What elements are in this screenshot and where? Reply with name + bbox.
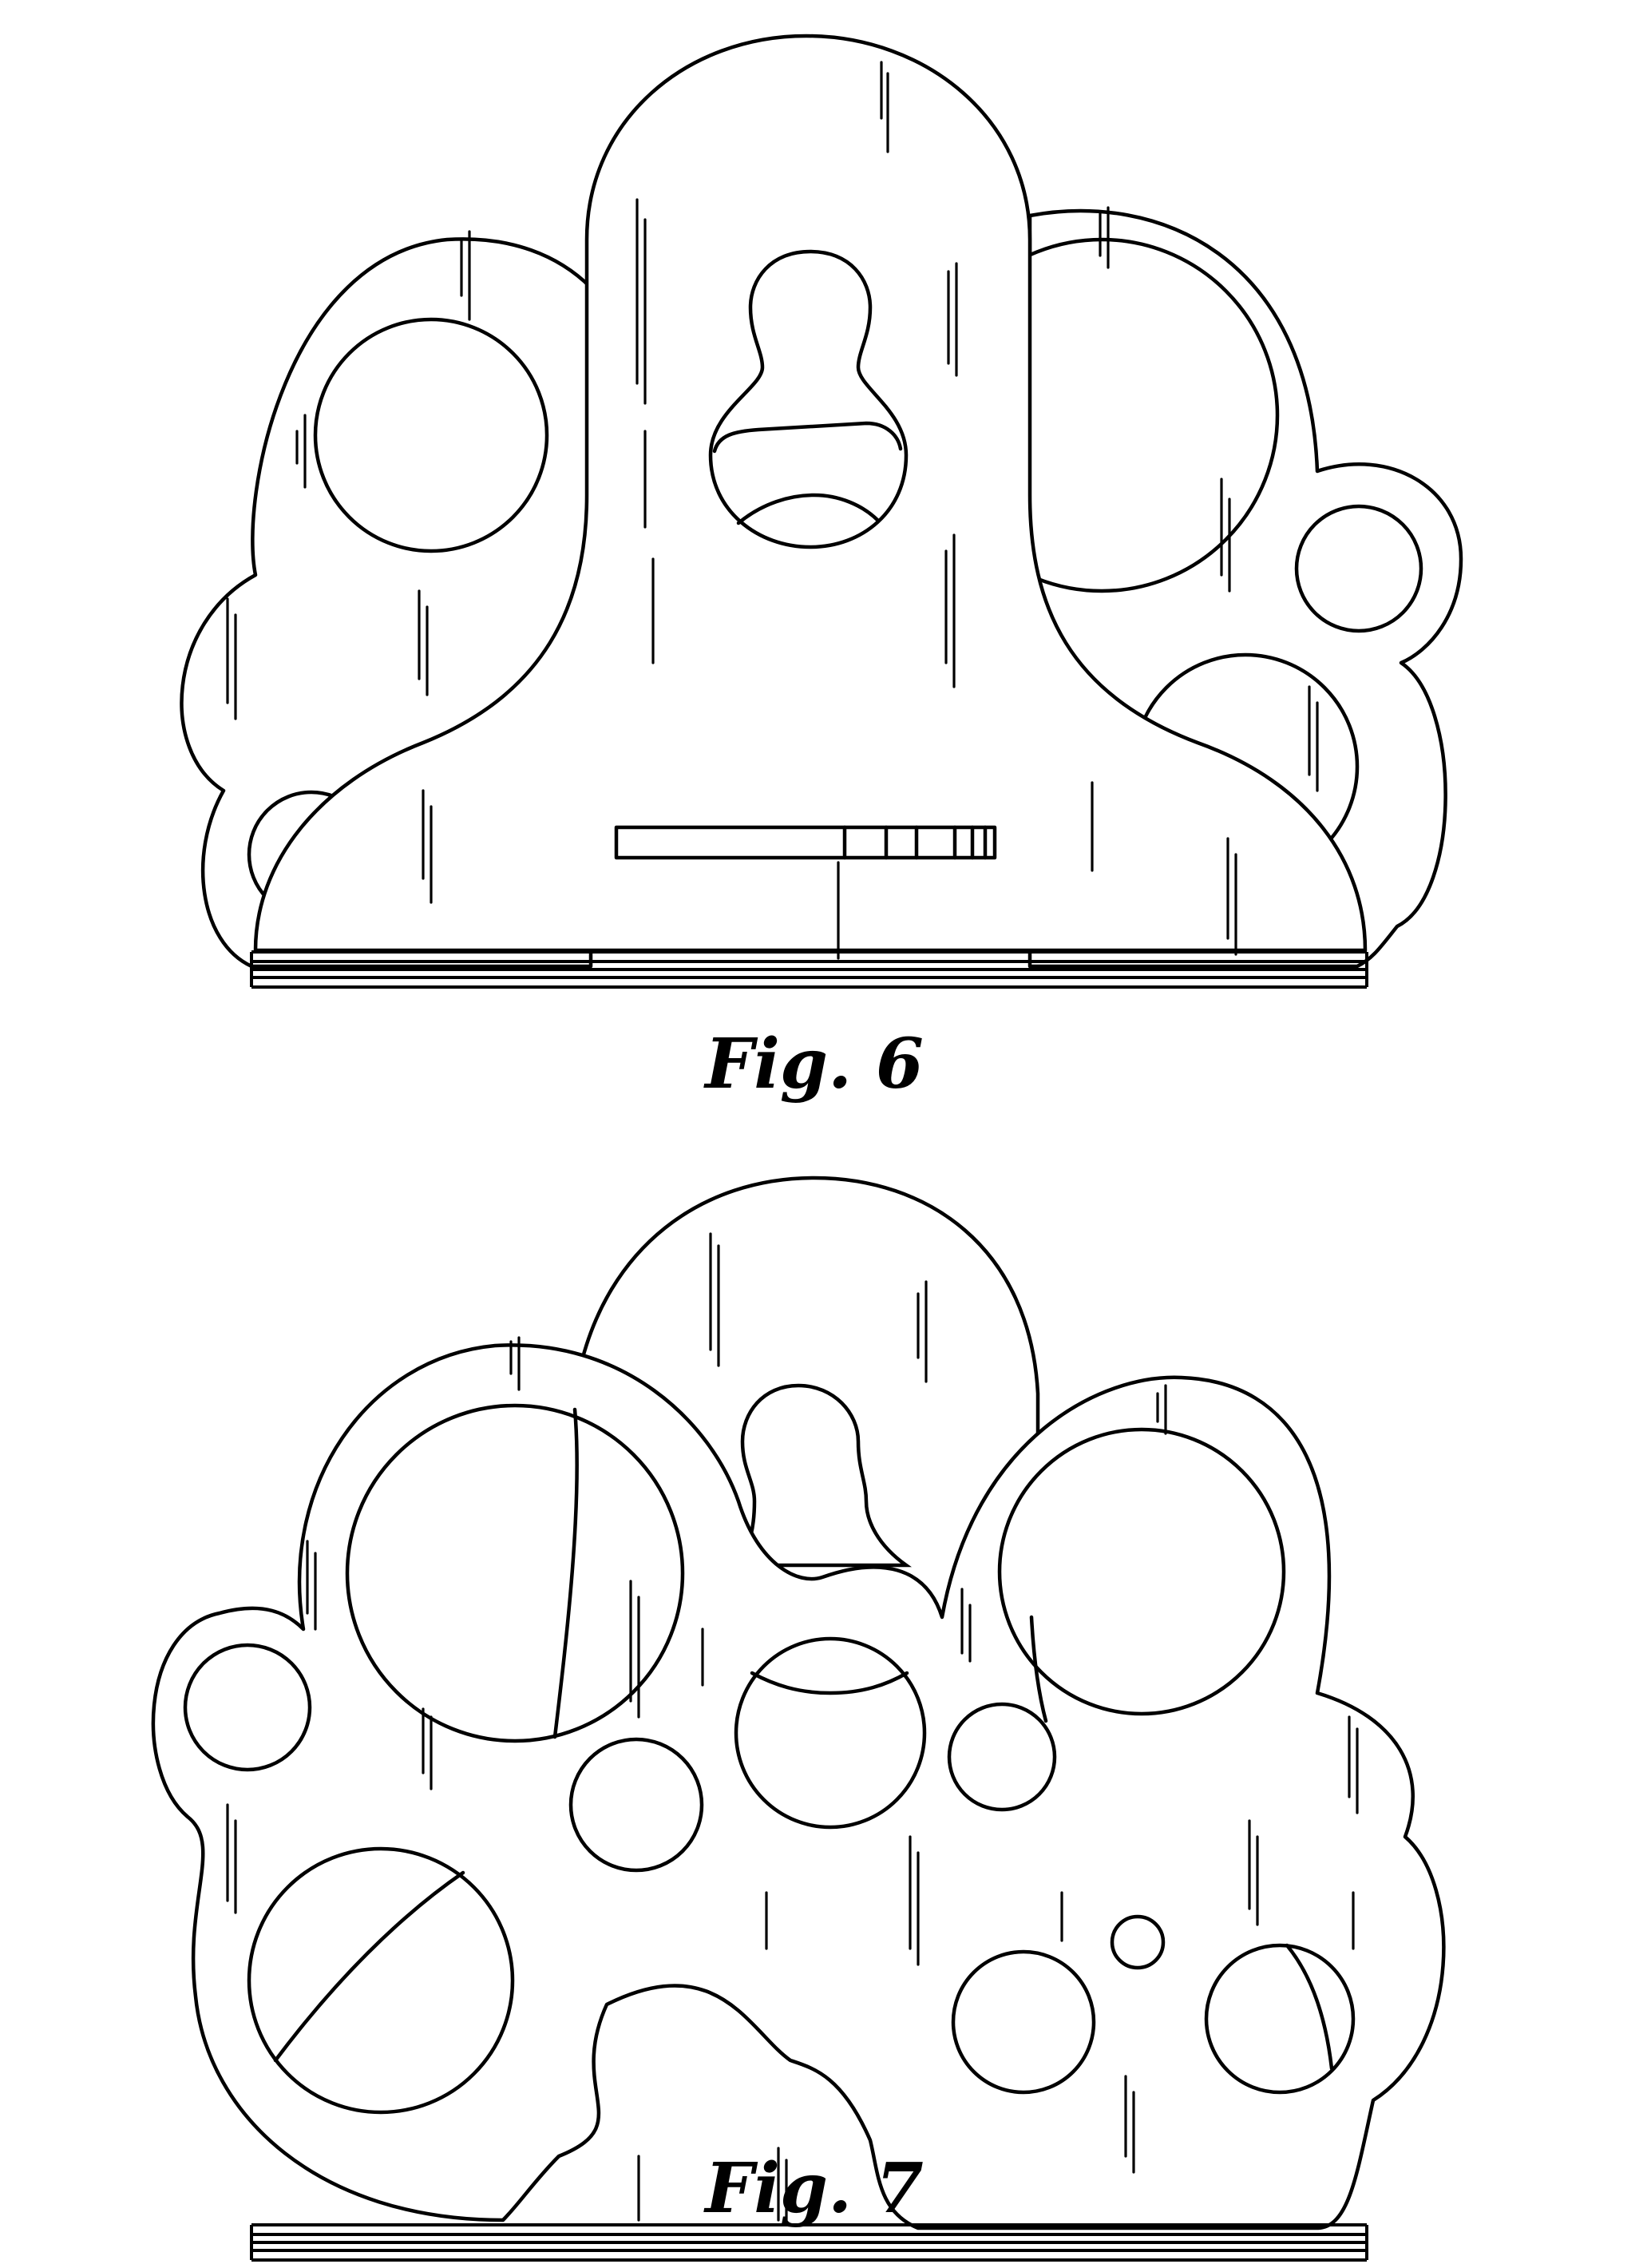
figure-7-caption: Fig. 7 (703, 2148, 924, 2229)
